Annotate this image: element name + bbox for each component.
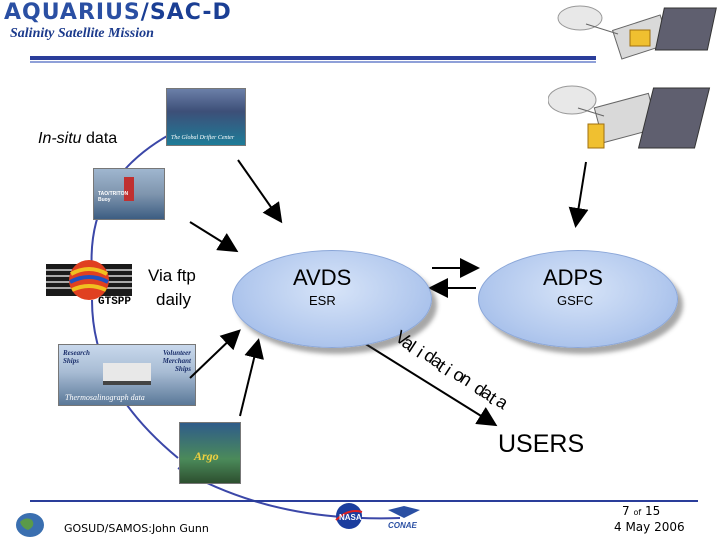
arrow-satellite-to-adps [568, 161, 589, 228]
adps-node: ADPS GSFC [478, 250, 678, 348]
avds-subtitle: ESR [309, 293, 336, 308]
conae-logo-icon: CONAE [388, 506, 420, 530]
arrow-argo-to-avds [239, 338, 264, 417]
users-label: USERS [498, 430, 585, 458]
header-rule-light [30, 61, 596, 63]
insitu-data-label: In-situ data [38, 130, 117, 148]
gtspp-label: GTSPP [98, 296, 132, 308]
insitu-rest: data [81, 130, 118, 147]
footer-date: 4 May 2006 [614, 520, 685, 534]
ships-right-caption: Volunteer Merchant Ships [162, 349, 191, 373]
via-ftp-label: Via ftp [148, 266, 196, 285]
buoy-photo: TAO/TRITON Buoy [93, 168, 165, 220]
avds-node: AVDS ESR [232, 250, 432, 348]
insitu-italic: In-situ [38, 130, 82, 147]
daily-label: daily [156, 290, 191, 309]
logo-aquarius: AQUARIUS [4, 0, 141, 25]
ships-left-caption: Research Ships [63, 349, 90, 365]
drifter-caption: The Global Drifter Center [171, 135, 235, 141]
page-number: 7 [622, 504, 630, 518]
header-rule [30, 56, 596, 60]
ship-shape [103, 363, 151, 385]
logo-sacd: /SAC-D [140, 0, 232, 25]
avds-title: AVDS [293, 265, 352, 290]
footer-credit: GOSUD/SAMOS:John Gunn [64, 522, 209, 535]
satellite-bottom-icon [548, 85, 711, 149]
gtspp-logo-icon [46, 260, 132, 300]
adps-subtitle: GSFC [557, 293, 594, 308]
mission-subtitle: Salinity Satellite Mission [10, 26, 154, 41]
nasa-logo-icon: NASA [335, 503, 363, 529]
arrow-ships-to-avds [189, 329, 241, 379]
page-indicator: 7 of 15 [622, 504, 660, 518]
mission-logo-title: AQUARIUS/SAC-D [4, 0, 232, 25]
page-total: 15 [645, 504, 661, 518]
globe-icon [16, 513, 44, 537]
buoy-caption: TAO/TRITON Buoy [98, 191, 129, 203]
adps-title: ADPS [543, 265, 603, 290]
footer-rule [30, 500, 698, 502]
buoy-body [124, 177, 134, 201]
arrow-satellite-to-avds [237, 159, 283, 224]
page-of: of [633, 508, 642, 517]
argo-caption: Argo [194, 449, 219, 463]
conae-logo-text: CONAE [388, 521, 418, 530]
argo-photo: Argo [179, 422, 241, 484]
ships-photo: Research Ships Volunteer Merchant Ships … [58, 344, 196, 406]
arrow-buoy-to-avds [189, 221, 239, 253]
ships-bottom-caption: Thermosalinograph data [65, 393, 145, 402]
satellite-top-icon [557, 5, 717, 60]
nasa-logo-text: NASA [339, 513, 362, 522]
arrow-avds-to-users [355, 337, 498, 427]
drifter-photo: The Global Drifter Center [166, 88, 246, 146]
